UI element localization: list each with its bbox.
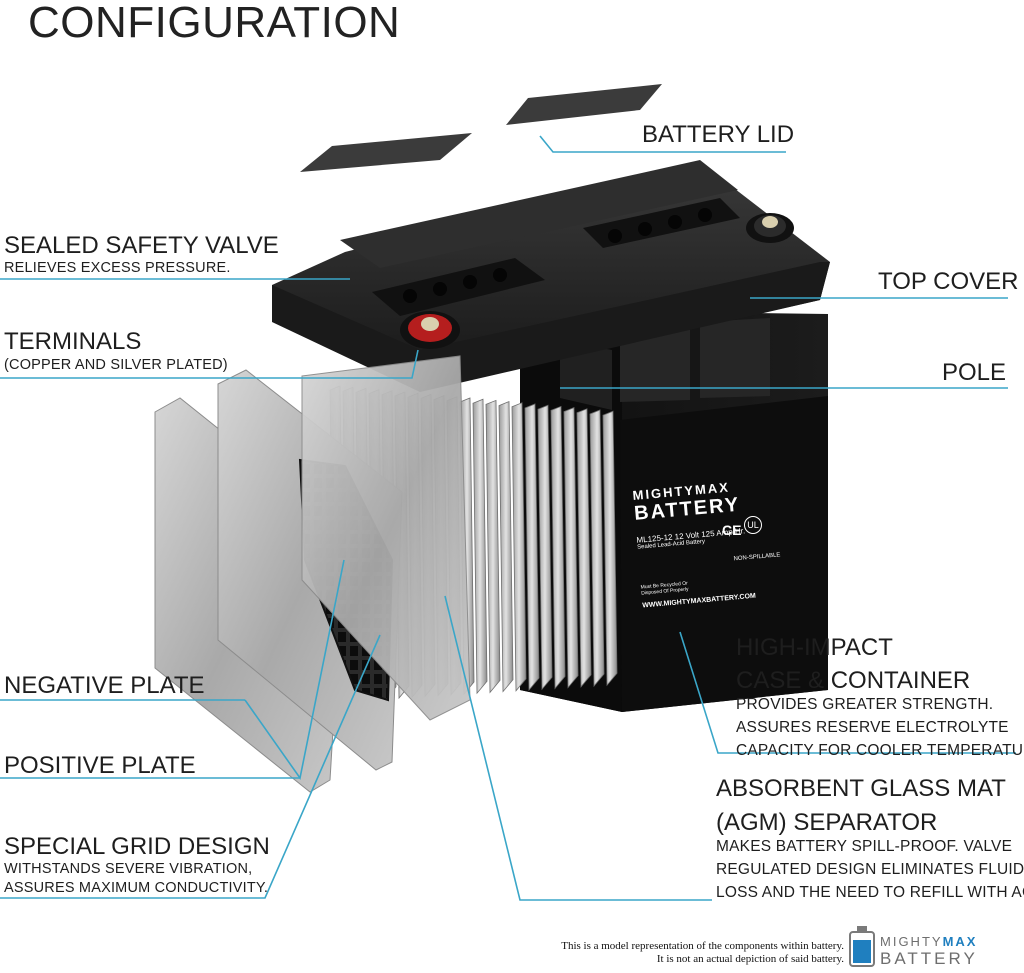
label-pole: POLE	[942, 359, 1007, 386]
label-top-cover: TOP COVER	[878, 268, 1019, 295]
battery-lid-strips	[300, 84, 662, 172]
footer-logo-1b: MAX	[942, 934, 978, 949]
logo-battery-icon	[849, 926, 875, 967]
plate-fin	[550, 405, 566, 690]
label-agm-sub-1: MAKES BATTERY SPILL-PROOF. VALVE	[716, 838, 1013, 855]
footer-note: This is a model representation of the co…	[561, 940, 844, 966]
label-negative-plate: NEGATIVE PLATE	[4, 672, 205, 699]
label-terminals: TERMINALS	[4, 328, 142, 355]
negative-terminal	[746, 213, 794, 243]
label-agm-sub-3: LOSS AND THE NEED TO REFILL WITH ACID.	[716, 884, 1024, 901]
label-terminals-sub: (COPPER AND SILVER PLATED)	[4, 357, 228, 373]
plate-fin	[537, 404, 553, 691]
footer-note-1: This is a model representation of the co…	[561, 940, 844, 952]
label-high-impact-2: CASE & CONTAINER	[736, 667, 971, 694]
label-high-impact-1: HIGH-IMPACT	[736, 634, 893, 661]
page-title: CONFIGURATION	[28, 0, 401, 47]
label-agm-2: (AGM) SEPARATOR	[716, 809, 938, 836]
footer-logo-1a: MIGHTY	[880, 934, 943, 949]
separator-art	[301, 355, 471, 721]
footer-logo-2: BATTERY	[880, 949, 978, 968]
plate-fin	[602, 410, 618, 687]
plate-fin	[511, 402, 527, 692]
plate-fin	[498, 401, 514, 693]
label-high-impact-sub-1: PROVIDES GREATER STRENGTH.	[736, 696, 994, 713]
ce-mark-icon: CE	[722, 522, 742, 538]
label-special-grid-sub-1: WITHSTANDS SEVERE VIBRATION,	[4, 861, 253, 877]
label-high-impact-sub-3: CAPACITY FOR COOLER TEMPERATURES.	[736, 742, 1024, 759]
battery-recycle: Must Be Recycled Or Disposed Of Properly	[640, 580, 689, 597]
plate-fin	[589, 409, 605, 688]
label-special-grid-sub-2: ASSURES MAXIMUM CONDUCTIVITY.	[4, 880, 269, 896]
label-sealed-safety-valve-sub: RELIEVES EXCESS PRESSURE.	[4, 260, 231, 276]
battery-non-spillable: NON-SPILLABLE	[733, 552, 781, 563]
plate-fin	[485, 399, 501, 694]
positive-terminal	[400, 311, 460, 349]
footer-note-2: It is not an actual depiction of said ba…	[656, 953, 844, 966]
plate-fin	[563, 407, 579, 689]
label-agm-1: ABSORBENT GLASS MAT	[716, 775, 1006, 802]
plate-fin	[524, 403, 540, 692]
case-front-face	[620, 396, 828, 712]
ul-mark-icon: UL	[744, 516, 762, 534]
label-sealed-safety-valve: SEALED SAFETY VALVE	[4, 232, 279, 259]
leader-lines	[0, 135, 1016, 901]
label-high-impact-sub-2: ASSURES RESERVE ELECTROLYTE	[736, 719, 1009, 736]
label-agm-sub-2: REGULATED DESIGN ELIMINATES FLUID	[716, 861, 1024, 878]
plate-fin	[576, 408, 592, 688]
label-positive-plate: POSITIVE PLATE	[4, 752, 196, 779]
label-special-grid: SPECIAL GRID DESIGN	[4, 833, 270, 860]
battery-face-print: MIGHTYMAX BATTERY ML125-12 12 Volt 125 A…	[632, 476, 784, 610]
footer-logo: MIGHTYMAX BATTERY	[880, 934, 978, 969]
label-battery-lid: BATTERY LID	[642, 121, 795, 148]
plate-fin	[472, 398, 488, 695]
